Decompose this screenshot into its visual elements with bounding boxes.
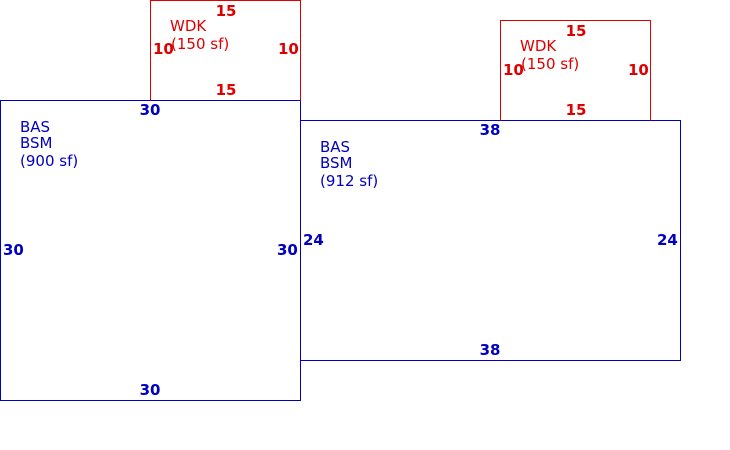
area-2-size: (912 sf) xyxy=(320,172,378,190)
area-2-code-1: BAS xyxy=(320,138,350,156)
deck-1-right-dim: 10 xyxy=(278,40,299,58)
area-2-top-dim: 38 xyxy=(480,121,501,139)
deck-area-2-outline xyxy=(500,20,651,121)
area-1-left-dim: 30 xyxy=(3,241,24,259)
area-1-code-1: BAS xyxy=(20,118,50,136)
area-1-bottom-dim: 30 xyxy=(140,381,161,399)
building-area-2-outline xyxy=(300,120,681,361)
area-2-code-2: BSM xyxy=(320,154,353,172)
area-2-right-dim: 24 xyxy=(657,231,678,249)
deck-2-left-dim: 10 xyxy=(503,61,524,79)
deck-1-bottom-dim: 15 xyxy=(216,81,237,99)
area-1-code-2: BSM xyxy=(20,134,53,152)
area-2-left-dim: 24 xyxy=(303,231,324,249)
deck-1-code: WDK xyxy=(170,17,207,35)
deck-area-2: WDK (150 sf) 15 15 10 10 xyxy=(500,20,651,121)
area-1-right-dim: 30 xyxy=(277,241,298,259)
deck-1-size: (150 sf) xyxy=(171,35,229,53)
deck-area-1: WDK (150 sf) 15 15 10 10 xyxy=(150,0,301,101)
deck-1-top-dim: 15 xyxy=(216,2,237,20)
building-area-2: BAS BSM (912 sf) 38 38 24 24 xyxy=(300,120,681,361)
deck-2-size: (150 sf) xyxy=(521,55,579,73)
deck-2-bottom-dim: 15 xyxy=(566,101,587,119)
deck-2-code: WDK xyxy=(520,37,557,55)
building-area-1: BAS BSM (900 sf) 30 30 30 30 xyxy=(0,100,301,401)
area-2-bottom-dim: 38 xyxy=(480,341,501,359)
deck-2-top-dim: 15 xyxy=(566,22,587,40)
deck-1-left-dim: 10 xyxy=(153,40,174,58)
deck-2-right-dim: 10 xyxy=(628,61,649,79)
area-1-size: (900 sf) xyxy=(20,152,78,170)
deck-area-1-outline xyxy=(150,0,301,101)
area-1-top-dim: 30 xyxy=(140,101,161,119)
